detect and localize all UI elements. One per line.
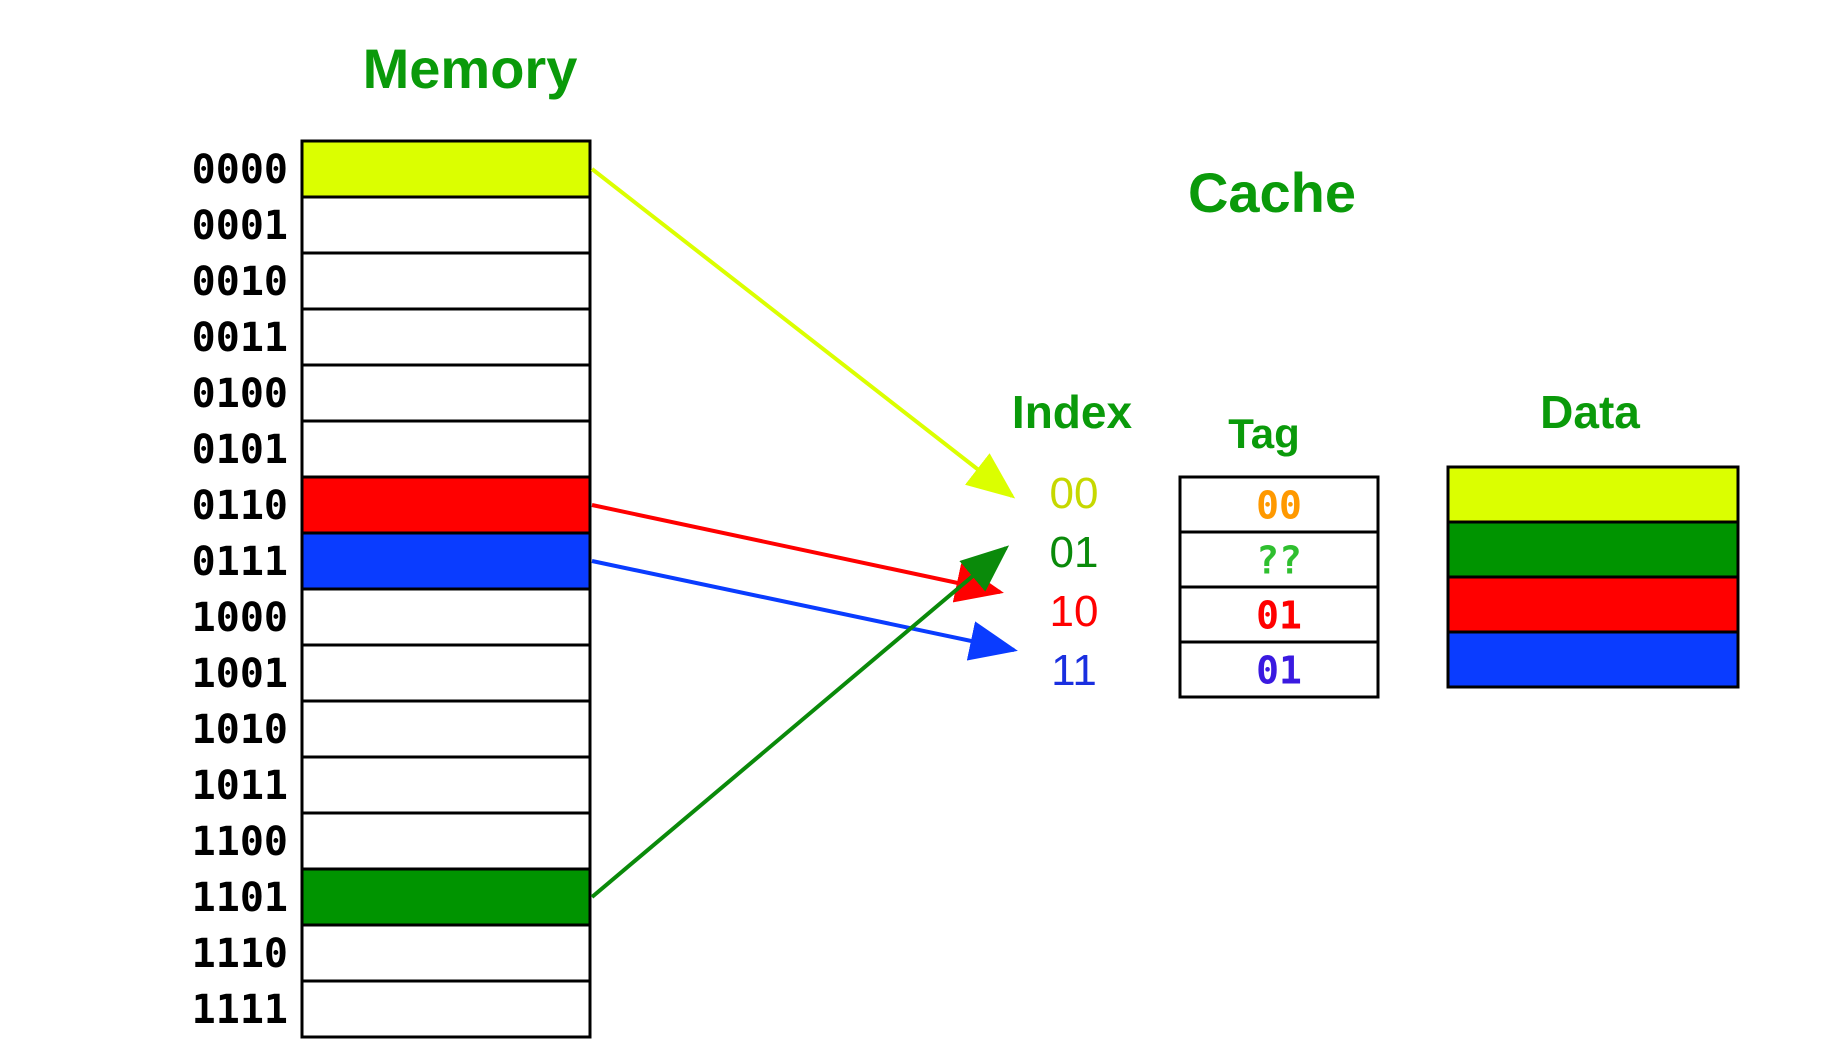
data-cell [1446, 520, 1740, 579]
memory-cell [300, 531, 592, 591]
tag-cell [1178, 640, 1380, 699]
memory-cell [300, 587, 592, 647]
memory-address-label: 1101 [192, 875, 288, 921]
tag-value: ?? [1256, 539, 1302, 583]
memory-address-label: 0111 [192, 539, 288, 585]
memory-address-label: 0110 [192, 483, 288, 529]
cache-data-column [1446, 465, 1740, 689]
mapping-arrows [590, 167, 1018, 899]
memory-address-label: 1010 [192, 707, 288, 753]
memory-address-label: 0001 [192, 203, 288, 249]
memory-block: 0000 0001 0010 0011 0100 0101 0110 0111 1000 1001… [192, 139, 592, 1039]
data-cell [1446, 630, 1740, 689]
cache-title: Cache [1188, 161, 1356, 224]
memory-cell [300, 139, 592, 199]
tag-value: 00 [1256, 484, 1302, 528]
mapping-arrow [590, 545, 1010, 899]
index-header: Index [1012, 386, 1133, 438]
memory-address-label: 1011 [192, 763, 288, 809]
cache-index-column: 00 01 10 11 [1050, 469, 1099, 695]
mapping-arrow [590, 167, 1016, 499]
data-cell [1446, 575, 1740, 634]
tag-value: 01 [1256, 594, 1302, 638]
memory-address-label: 1001 [192, 651, 288, 697]
memory-cell [300, 363, 592, 423]
memory-cell [300, 755, 592, 815]
memory-title: Memory [363, 37, 578, 100]
memory-address-label: 1000 [192, 595, 288, 641]
memory-address-label: 0101 [192, 427, 288, 473]
memory-address-label: 1110 [192, 931, 288, 977]
memory-address-label: 0010 [192, 259, 288, 305]
cache-index-label: 10 [1050, 587, 1099, 636]
tag-header: Tag [1228, 410, 1300, 457]
tag-value: 01 [1256, 649, 1302, 693]
memory-address-label: 0011 [192, 315, 288, 361]
memory-address-label: 1111 [192, 987, 288, 1033]
cache-index-label: 01 [1050, 528, 1099, 577]
memory-cell [300, 867, 592, 927]
memory-cell [300, 251, 592, 311]
memory-cell [300, 923, 592, 983]
memory-cell [300, 643, 592, 703]
memory-cell [300, 699, 592, 759]
data-header: Data [1540, 386, 1640, 438]
memory-cell [300, 979, 592, 1039]
cache-index-label: 00 [1050, 469, 1099, 518]
memory-cell [300, 195, 592, 255]
memory-cell [300, 419, 592, 479]
memory-cell [300, 811, 592, 871]
cache-tag-column: 00?? 01 01 [1178, 475, 1380, 699]
memory-cell [300, 307, 592, 367]
mapping-arrow [591, 503, 1004, 603]
data-cell [1446, 465, 1740, 524]
cache-index-label: 11 [1051, 646, 1097, 695]
mapping-arrow [591, 559, 1018, 661]
memory-address-label: 0000 [192, 147, 288, 193]
memory-cell [300, 475, 592, 535]
memory-address-label: 1100 [192, 819, 288, 865]
tag-cell [1178, 475, 1380, 534]
memory-address-label: 0100 [192, 371, 288, 417]
